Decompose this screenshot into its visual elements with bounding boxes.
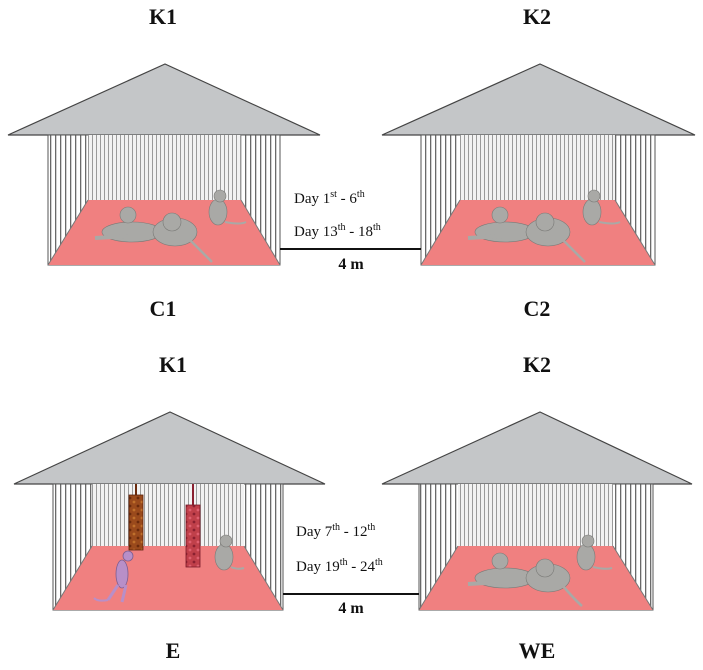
roof [381,411,693,485]
top-day-range-1: Day 1st - 6th [294,189,365,207]
enclosure-bottom-left [13,411,326,611]
bottom-left-group-label: E [165,638,181,663]
floor [53,546,283,610]
top-distance-label: 4 m [338,256,364,273]
enclosure-top-left [7,63,321,266]
top-day-range-2: Day 13th - 18th [294,222,381,240]
bottom-right-enclosure-label: K2 [522,352,552,377]
enclosure-top-right [381,63,696,266]
hanging-feeder-red [185,484,201,568]
bottom-left-enclosure-label: K1 [158,352,188,377]
cage-inner-wall [92,484,244,546]
bottom-day-range-1: Day 7th - 12th [296,522,376,540]
top-left-enclosure-label: K1 [148,4,178,29]
roof [13,411,326,485]
top-left-group-label: C1 [149,296,177,321]
roof [381,63,696,136]
hanging-feeder-brown [128,484,144,551]
monkey-sitting [214,534,245,571]
bottom-right-group-label: WE [518,638,556,663]
bottom-distance-label: 4 m [338,600,364,617]
monkey-group [94,189,247,263]
cage-inner-wall [88,135,241,200]
cage-inner-wall [460,135,615,200]
roof [7,63,321,136]
top-right-group-label: C2 [523,296,551,321]
monkey-group [467,534,613,607]
bottom-day-range-2: Day 19th - 24th [296,557,383,575]
top-right-enclosure-label: K2 [522,4,552,29]
enclosure-bottom-right [381,411,693,611]
purple-monkey-figure [93,550,134,603]
monkey-group [467,189,621,263]
